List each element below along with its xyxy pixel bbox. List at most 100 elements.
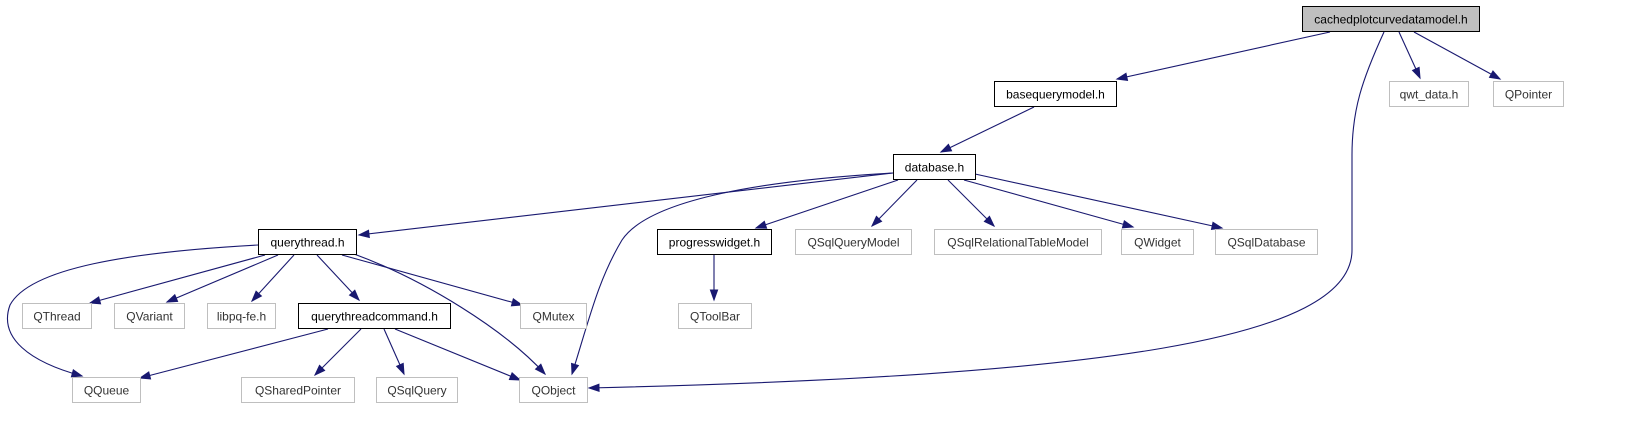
edge-line [1116,31,1331,80]
edge-line [353,253,546,375]
edge-arrowhead [1488,70,1502,80]
node-box [657,229,772,255]
edge-database-to-qsqldatabase [974,173,1224,230]
edge-arrowhead [508,372,522,381]
node-label: QVariant [126,310,173,324]
node-label: querythreadcommand.h [311,310,438,324]
edge-querythread-to-qvariant [165,254,279,303]
node-qtoolbar: QToolBar [678,303,752,329]
edges-layer [7,31,1502,393]
node-querythreadcommand[interactable]: querythreadcommand.h [298,303,451,329]
edge-database-to-qsqlrelationaltablemodel [947,179,996,228]
edge-arrowhead [709,289,719,302]
edge-database-to-qsqlquerymodel [870,179,918,228]
node-box [1121,229,1194,255]
edge-line [139,328,329,379]
node-box [519,377,588,403]
edge-line [7,244,259,377]
node-box [934,229,1102,255]
edge-arrowhead [939,143,953,153]
node-qwt_data: qwt_data.h [1389,81,1469,107]
edge-arrowhead [395,362,405,376]
edge-database-to-querythread [357,172,894,239]
edge-arrowhead [587,383,600,393]
node-label: database.h [905,161,964,175]
node-label: QToolBar [690,310,740,324]
node-qmutex: QMutex [520,303,587,329]
node-label: libpq-fe.h [217,310,266,324]
edge-line [166,254,279,303]
edge-basequerymodel-to-database [939,106,1035,153]
node-box [1389,81,1469,107]
edge-arrowhead [534,363,547,376]
node-label: QSqlRelationalTableModel [947,236,1088,250]
edge-line [940,106,1035,153]
node-box [258,229,357,255]
edge-querythread-to-qthread [88,254,266,305]
edge-querythread-to-qobject [353,253,547,376]
node-label: QObject [531,384,576,398]
node-cachedplotcurvedatamodel[interactable]: cachedplotcurvedatamodel.h [1302,6,1480,32]
edge-arrowhead [510,298,524,307]
node-box [72,377,141,403]
node-box [1493,81,1564,107]
node-qqueue: QQueue [72,377,141,403]
node-label: QMutex [532,310,574,324]
edge-line [341,254,523,306]
node-label: QThread [33,310,80,324]
edge-querythreadcommand-to-qqueue [138,328,329,380]
node-label: QPointer [1505,88,1552,102]
edge-line [358,172,894,236]
edge-arrowhead [138,371,152,380]
edge-querythread-to-querythreadcommand [316,254,361,302]
edge-line [755,179,899,229]
edge-cachedplotcurvedatamodel-to-qwt_data [1398,31,1421,80]
edge-line [963,179,1134,228]
edge-database-to-progresswidget [754,179,899,229]
edge-line [974,173,1223,229]
node-label: QSqlQuery [387,384,446,398]
node-box [678,303,752,329]
node-qwidget: QWidget [1121,229,1194,255]
node-box [994,81,1117,107]
node-box [298,303,451,329]
node-label: querythread.h [270,236,344,250]
edge-line [314,328,362,376]
node-libpqfe: libpq-fe.h [207,303,276,329]
edge-arrowhead [1115,72,1129,81]
node-qsqlquerymodel: QSqlQueryModel [795,229,912,255]
edge-line [571,172,894,375]
node-box [520,303,587,329]
edge-querythread-to-libpqfe [251,254,295,303]
edge-arrowhead [165,293,179,303]
node-qpointer: QPointer [1493,81,1564,107]
node-box [376,377,458,403]
edge-arrowhead [313,364,326,377]
edge-arrowhead [70,369,84,378]
edge-line [947,179,995,227]
edge-arrowhead [1411,66,1421,80]
node-box [1302,6,1480,32]
node-box [1215,229,1318,255]
edge-database-to-qwidget [963,179,1135,229]
node-database[interactable]: database.h [893,154,976,180]
node-qvariant: QVariant [114,303,185,329]
node-label: qwt_data.h [1400,88,1459,102]
node-qobject: QObject [519,377,588,403]
edge-cachedplotcurvedatamodel-to-qpointer [1413,31,1502,80]
node-label: progresswidget.h [669,236,760,250]
node-label: QSqlDatabase [1227,236,1305,250]
edge-arrowhead [1121,220,1135,229]
edge-arrowhead [870,215,883,228]
node-progresswidget[interactable]: progresswidget.h [657,229,772,255]
edge-progresswidget-to-qtoolbar [709,255,719,302]
edge-line [1413,31,1501,80]
node-querythread[interactable]: querythread.h [258,229,357,255]
node-label: QSqlQueryModel [807,236,899,250]
edge-line [871,179,918,227]
node-basequerymodel[interactable]: basequerymodel.h [994,81,1117,107]
edge-arrowhead [251,290,263,303]
edge-cachedplotcurvedatamodel-to-basequerymodel [1115,31,1331,81]
edge-line [588,31,1385,389]
